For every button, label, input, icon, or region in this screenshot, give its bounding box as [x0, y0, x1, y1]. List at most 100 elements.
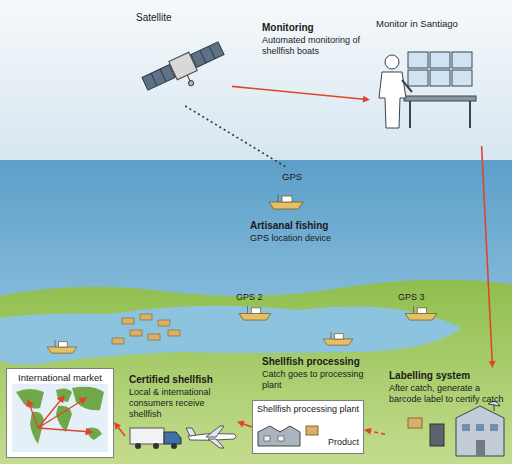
land: [0, 280, 512, 464]
label-body: GPS location device: [250, 233, 331, 244]
sky: [0, 0, 512, 162]
flow-line: [232, 86, 364, 99]
truck-and-plane: [208, 439, 224, 448]
satellite-figure: [188, 80, 195, 87]
monitor-figure: [469, 101, 471, 128]
market-box: International market: [6, 368, 114, 458]
node-heading: Certified shellfish: [129, 374, 233, 385]
satellite-figure: [191, 42, 224, 67]
market-map: [38, 428, 92, 432]
arrow-head: [363, 96, 370, 103]
truck-and-plane: [206, 426, 224, 437]
fishing-boats: [323, 332, 353, 345]
arrow-head: [114, 422, 121, 430]
satellite-figure: [169, 52, 197, 79]
flow-line: [118, 427, 125, 436]
node-title: Monitor in Santiago: [376, 18, 488, 29]
monitor-figure: [430, 70, 450, 86]
processing-plant: [258, 426, 300, 446]
truck-and-plane: [153, 443, 159, 449]
labelling-building: [456, 406, 504, 456]
monitor-figure: [408, 70, 428, 86]
processing-plant: [264, 436, 270, 441]
flow-arrow: [185, 106, 287, 168]
shellfish-crates: [158, 320, 170, 326]
market-map: [88, 428, 102, 440]
label-body: Catch goes to processing plant: [262, 369, 384, 391]
shellfish-crates: [168, 330, 180, 336]
labelling-building: [494, 404, 495, 411]
fishing-boats: [239, 306, 271, 320]
processing-plant: [252, 400, 364, 454]
fishing-boats: [47, 194, 437, 353]
flow-line: [185, 106, 287, 168]
boat-label: GPS 2: [236, 292, 263, 303]
flow-line: [243, 424, 252, 427]
flow-line: [482, 146, 493, 362]
flow-line: [370, 431, 385, 434]
bay: [0, 306, 462, 365]
arrow-head: [237, 421, 245, 428]
satellite-node: Satellite: [128, 8, 232, 106]
flow-arrow: [237, 421, 252, 428]
satellite-figure: [151, 73, 157, 86]
shellfish-crates: [112, 314, 180, 344]
label-body: Automated monitoring of shellfish boats: [262, 35, 370, 57]
node-title: International market: [10, 372, 110, 383]
fishing-boats: [405, 306, 437, 320]
labelling-building: [476, 424, 484, 431]
boat-label: GPS 3: [398, 292, 425, 303]
monitor-figure: [452, 70, 472, 86]
labelling-building: [490, 424, 498, 431]
label-heading: Artisanal fishing: [250, 220, 328, 231]
label-heading: Shellfish processing: [262, 356, 360, 367]
labelling-building: [408, 401, 504, 456]
sky: [0, 0, 512, 162]
satellite-figure: [209, 46, 215, 59]
satellite-figure: [160, 69, 166, 82]
market-map: [38, 398, 86, 428]
arrow-head: [364, 428, 372, 435]
market-map: [56, 406, 72, 432]
certified-shellfish-node: Certified shellfishLocal & international…: [125, 372, 237, 452]
market-map: [38, 396, 64, 428]
gps-boat-node: GPS: [262, 168, 319, 216]
node-title: Shellfish processing plant: [257, 404, 359, 415]
monitor-figure: [404, 96, 476, 101]
monitor-figure: [430, 52, 450, 68]
labelling-building: [430, 424, 444, 446]
node-body: Local & international consumers receive …: [129, 387, 233, 420]
truck-and-plane: [130, 426, 236, 449]
monitor-figure: [385, 55, 399, 69]
monitor-figure: [452, 52, 472, 68]
node-body: After catch, generate a barcode label to…: [389, 383, 506, 405]
processing-plant: [278, 436, 284, 441]
market-map: [6, 368, 114, 458]
market-map: [6, 368, 114, 458]
shellfish-crates: [130, 330, 142, 336]
satellite-figure: [141, 39, 230, 103]
market-map: [28, 400, 38, 428]
market-map: [28, 396, 92, 432]
land: [0, 280, 512, 464]
processing-plant-box: Shellfish processing plantProduct: [252, 400, 364, 454]
bay: [0, 306, 462, 365]
market-map: [56, 388, 72, 402]
truck-and-plane: [130, 428, 164, 444]
satellite-figure: [200, 50, 206, 63]
monitor-figure: [379, 52, 476, 128]
node-heading: Labelling system: [389, 370, 506, 381]
arrow-head: [489, 361, 496, 368]
labelling-node: Labelling systemAfter catch, generate a …: [385, 368, 510, 460]
labelling-building: [476, 440, 485, 456]
satellite-figure: [142, 65, 175, 90]
flow-arrow: [482, 146, 496, 368]
flow-arrow: [114, 422, 125, 436]
monitor-figure: [409, 101, 411, 128]
labelling-building: [462, 424, 470, 431]
truck-and-plane: [171, 443, 177, 449]
node-title: Satellite: [136, 12, 224, 23]
truck-and-plane: [164, 432, 181, 444]
node-title: GPS: [282, 171, 319, 182]
